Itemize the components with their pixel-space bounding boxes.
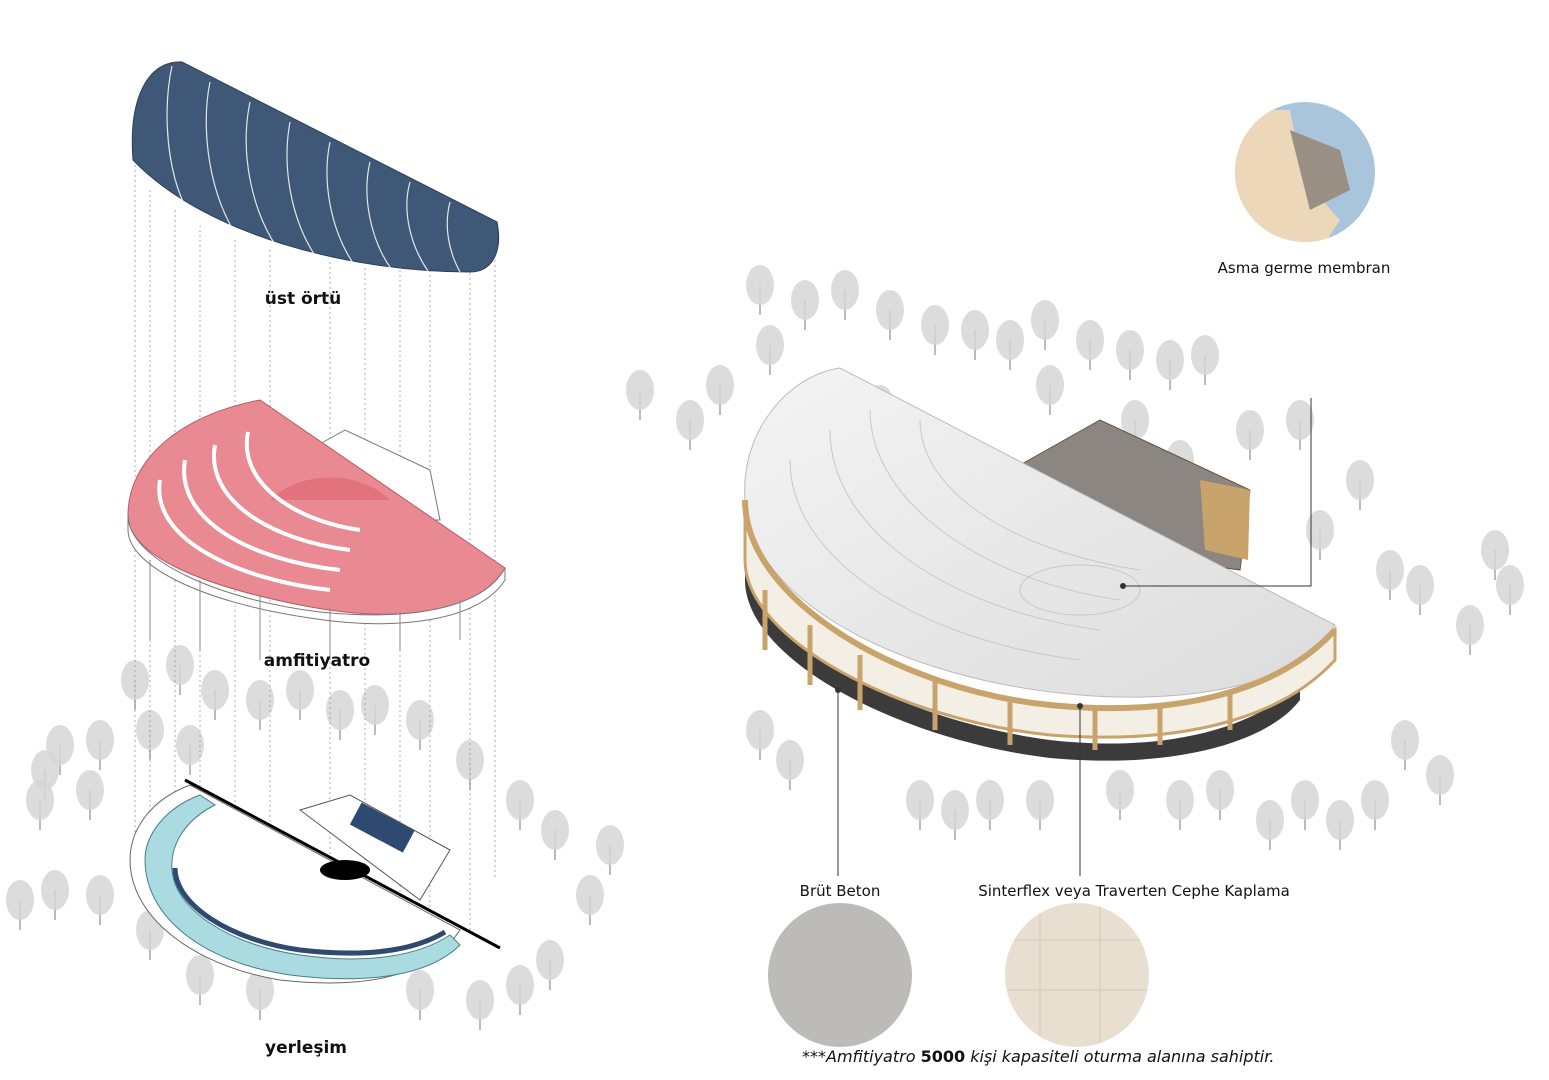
note-capacity: 5000 bbox=[920, 1047, 966, 1066]
tree-icon bbox=[201, 670, 229, 720]
tree-icon bbox=[176, 725, 204, 775]
tree-icon bbox=[541, 810, 569, 860]
tree-icon bbox=[876, 290, 904, 340]
tree-icon bbox=[26, 780, 54, 830]
tree-icon bbox=[746, 265, 774, 315]
tree-icon bbox=[756, 325, 784, 375]
tree-icon bbox=[1026, 780, 1054, 830]
leader-lines bbox=[835, 398, 1312, 876]
tree-icon bbox=[831, 270, 859, 320]
tree-icon bbox=[361, 685, 389, 735]
tree-icon bbox=[406, 970, 434, 1020]
tree-icon bbox=[1406, 565, 1434, 615]
tree-icon bbox=[186, 955, 214, 1005]
travertine-swatch bbox=[1005, 903, 1149, 1047]
tree-icon bbox=[1346, 460, 1374, 510]
tree-icon bbox=[1481, 530, 1509, 580]
tree-icon bbox=[1036, 365, 1064, 415]
concrete-swatch bbox=[768, 903, 912, 1047]
site-plan-layer bbox=[129, 778, 501, 984]
tree-icon bbox=[706, 365, 734, 415]
tree-icon bbox=[536, 940, 564, 990]
site-plan-layer-label: yerleşim bbox=[264, 1038, 348, 1058]
roof-membrane-layer bbox=[131, 61, 500, 273]
tree-icon bbox=[976, 780, 1004, 830]
tree-icon bbox=[1076, 320, 1104, 370]
membrane-label: Asma germe membran bbox=[1217, 259, 1391, 277]
tree-icon bbox=[246, 970, 274, 1020]
tree-icon bbox=[1166, 780, 1194, 830]
tree-icon bbox=[506, 965, 534, 1015]
tree-icon bbox=[1256, 800, 1284, 850]
tree-icon bbox=[626, 370, 654, 420]
tree-icon bbox=[941, 790, 969, 840]
tree-icon bbox=[746, 710, 774, 760]
tree-icon bbox=[576, 875, 604, 925]
tree-icon bbox=[1031, 300, 1059, 350]
tree-icon bbox=[466, 980, 494, 1030]
tree-icon bbox=[506, 780, 534, 830]
tree-icon bbox=[1106, 770, 1134, 820]
capacity-note: ***Amfitiyatro 5000 kişi kapasiteli otur… bbox=[802, 1047, 1274, 1066]
tree-icon bbox=[676, 400, 704, 450]
tree-icon bbox=[791, 280, 819, 330]
tree-icon bbox=[1426, 755, 1454, 805]
tree-icon bbox=[1286, 400, 1314, 450]
tree-icon bbox=[1376, 550, 1404, 600]
tree-icon bbox=[776, 740, 804, 790]
tree-icon bbox=[996, 320, 1024, 370]
amphitheater-layer-label: amfitiyatro bbox=[263, 651, 371, 671]
tree-icon bbox=[86, 720, 114, 770]
tree-icon bbox=[406, 700, 434, 750]
tree-icon bbox=[41, 870, 69, 920]
tree-icon bbox=[6, 880, 34, 930]
amphitheater-perspective bbox=[742, 367, 1338, 761]
tree-icon bbox=[1206, 770, 1234, 820]
tree-icon bbox=[596, 825, 624, 875]
tree-icon bbox=[906, 780, 934, 830]
tree-icon bbox=[166, 645, 194, 695]
tree-icon bbox=[86, 875, 114, 925]
tree-icon bbox=[326, 690, 354, 740]
tree-icon bbox=[1326, 800, 1354, 850]
tree-icon bbox=[1116, 330, 1144, 380]
tree-icon bbox=[1191, 335, 1219, 385]
tree-icon bbox=[286, 670, 314, 720]
amphitheater-layer bbox=[127, 399, 506, 660]
tree-icon bbox=[1306, 510, 1334, 560]
membrane-photo-swatch bbox=[1235, 102, 1375, 242]
concrete-label: Brüt Beton bbox=[799, 882, 881, 900]
tree-icon bbox=[1361, 780, 1389, 830]
roof-layer-label: üst örtü bbox=[264, 289, 342, 309]
note-suffix: kişi kapasiteli oturma alanına sahiptir. bbox=[965, 1047, 1275, 1066]
tree-icon bbox=[921, 305, 949, 355]
tree-icon bbox=[1291, 780, 1319, 830]
note-prefix: ***Amfitiyatro bbox=[802, 1047, 921, 1066]
tree-icon bbox=[1391, 720, 1419, 770]
tree-icon bbox=[961, 310, 989, 360]
tree-icon bbox=[1156, 340, 1184, 390]
cladding-label: Sinterflex veya Traverten Cephe Kaplama bbox=[978, 882, 1290, 900]
tree-icon bbox=[1456, 605, 1484, 655]
trees-group bbox=[6, 265, 1524, 1030]
tree-icon bbox=[1236, 410, 1264, 460]
tree-icon bbox=[246, 680, 274, 730]
tree-icon bbox=[76, 770, 104, 820]
tree-icon bbox=[1496, 565, 1524, 615]
